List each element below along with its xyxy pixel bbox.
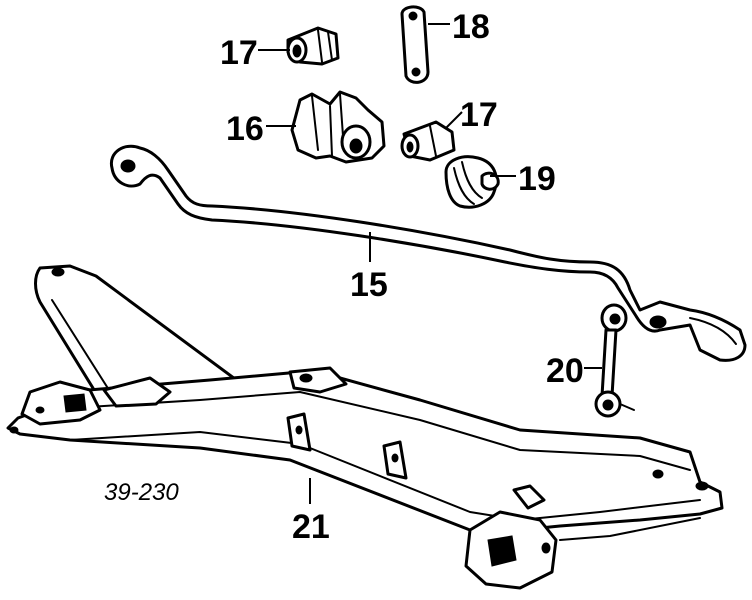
mount-bracket-16 <box>290 90 386 164</box>
leader-lines <box>258 23 602 504</box>
bushing-19 <box>444 155 500 209</box>
bushing-17-upper <box>286 26 340 66</box>
callout-17-upper: 17 <box>220 34 258 72</box>
callout-21: 21 <box>292 508 330 546</box>
callout-18: 18 <box>452 8 490 46</box>
callout-20: 20 <box>546 352 584 390</box>
link-plate-18 <box>400 5 430 84</box>
callout-15: 15 <box>350 266 388 304</box>
subframe-crossmember <box>6 264 724 590</box>
diagram-reference-number: 39-230 <box>104 479 179 506</box>
stabilizer-link-20 <box>594 303 635 418</box>
stabilizer-bar <box>109 144 747 362</box>
bushing-17-lower <box>400 120 456 162</box>
callout-19: 19 <box>518 160 556 198</box>
callout-17-lower: 17 <box>460 96 498 134</box>
callout-labels: 17 18 16 17 19 15 20 21 39-230 <box>104 8 584 546</box>
callout-16: 16 <box>226 110 264 148</box>
